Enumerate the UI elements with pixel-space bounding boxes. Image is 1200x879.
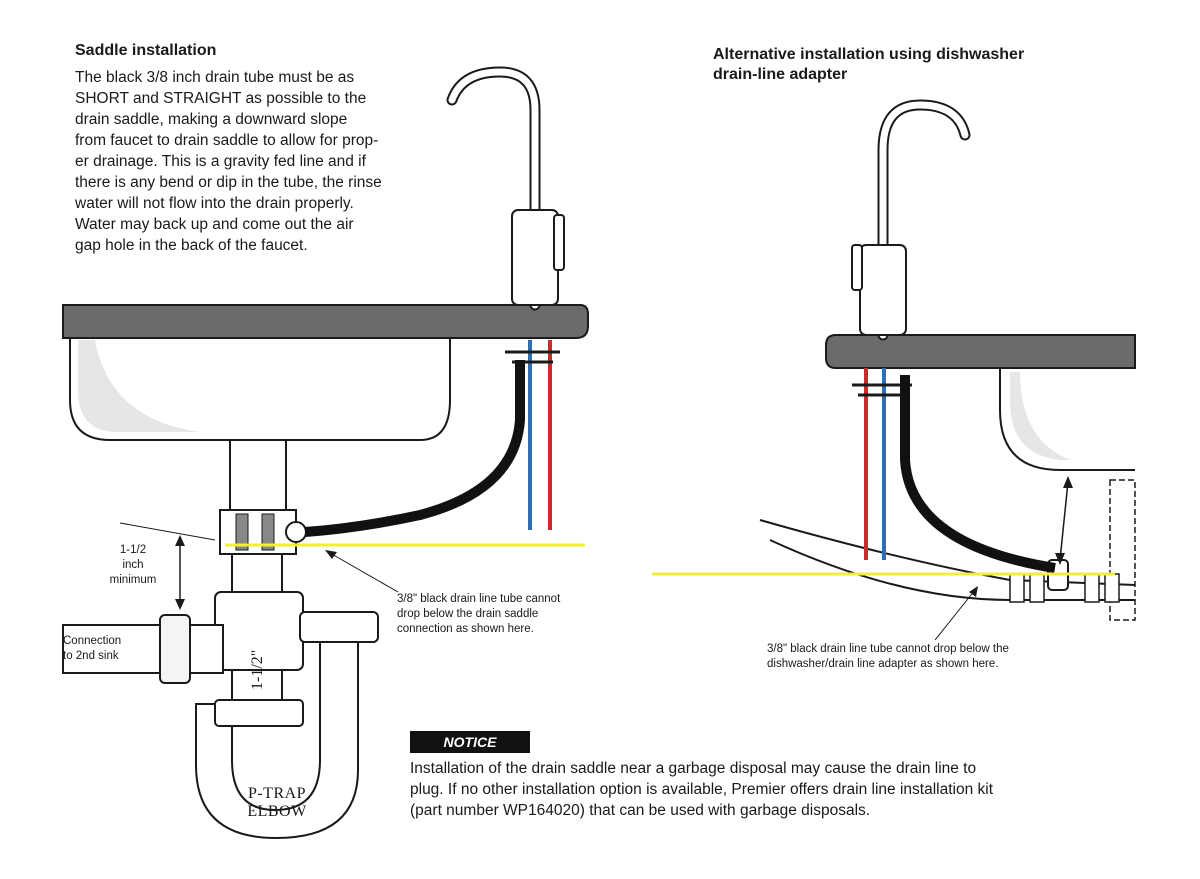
alternative-heading-line: Alternative installation using dishwashe… <box>713 46 1025 63</box>
connection-label-line: to 2nd sink <box>63 650 119 662</box>
saddle-paragraph-line: er drainage. This is a gravity fed line … <box>75 153 366 170</box>
left-tailpiece <box>229 439 287 511</box>
adapter-callout-line: dishwasher/drain line adapter as shown h… <box>767 658 999 670</box>
minimum-height-line: 1-1/2 <box>119 544 147 556</box>
saddle-paragraph-line: from faucet to drain saddle to allow for… <box>75 132 379 149</box>
saddle-paragraph: The black 3/8 inch drain tube must be as… <box>75 67 475 256</box>
saddle-paragraph-line: water will not flow into the drain prope… <box>75 195 354 212</box>
left-faucet <box>446 66 565 311</box>
adapter-callout-line: 3/8" black drain line tube cannot drop b… <box>767 643 1009 655</box>
left-sink-shade <box>78 340 200 432</box>
saddle-callout-line: 3/8" black drain line tube cannot <box>397 593 561 605</box>
second-sink-pipe <box>62 624 224 674</box>
connection-label-line: Connection <box>63 635 122 647</box>
adapter-callout: 3/8" black drain line tube cannot drop b… <box>767 642 1147 672</box>
p-trap-label: P-TRAP ELBOW <box>232 785 322 821</box>
saddle-callout-line: connection as shown here. <box>397 623 534 635</box>
minimum-height-line: inch <box>122 559 144 571</box>
right-callout-arrow <box>934 589 976 641</box>
saddle-paragraph-line: drain saddle, making a downward slope <box>75 111 348 128</box>
left-countertop <box>62 304 589 339</box>
dishwasher-drain-hose <box>759 519 1136 586</box>
p-trap-label-line: ELBOW <box>247 803 307 820</box>
notice-text-line: (part number WP164020) that can be used … <box>410 802 871 819</box>
saddle-paragraph-line: The black 3/8 inch drain tube must be as <box>75 69 355 86</box>
alternative-heading: Alternative installation using dishwashe… <box>713 45 1113 85</box>
notice-text-line: plug. If no other installation option is… <box>410 781 994 798</box>
left-black-drain-tube <box>304 360 525 537</box>
left-sink-bowl <box>69 335 451 441</box>
saddle-paragraph-line: Water may back up and come out the air <box>75 216 354 233</box>
right-black-drain-tube <box>900 375 1056 573</box>
saddle-paragraph-line: there is any bend or dip in the tube, th… <box>75 174 382 191</box>
pipe-size-label: 1-1/2" <box>249 650 266 690</box>
saddle-paragraph-line: gap hole in the back of the faucet. <box>75 237 308 254</box>
saddle-paragraph-line: SHORT and STRAIGHT as possible to the <box>75 90 367 107</box>
alternative-heading-line: drain-line adapter <box>713 66 848 83</box>
p-trap-label-line: P-TRAP <box>247 785 307 802</box>
right-countertop <box>825 334 1136 369</box>
right-dimension-arrow <box>1059 481 1069 561</box>
connection-label: Connection to 2nd sink <box>63 634 163 664</box>
minimum-height-label: 1-1/2 inch minimum <box>96 543 170 588</box>
notice-badge: NOTICE <box>410 731 530 753</box>
drain-saddle <box>219 509 307 555</box>
right-sink-bowl <box>999 368 1135 471</box>
minimum-height-line: minimum <box>109 574 157 586</box>
notice-text-line: Installation of the drain saddle near a … <box>410 760 977 777</box>
left-callout-arrow <box>329 552 399 593</box>
right-faucet <box>851 99 971 341</box>
saddle-heading: Saddle installation <box>75 42 217 59</box>
saddle-callout: 3/8" black drain line tube cannot drop b… <box>397 592 627 637</box>
saddle-callout-line: drop below the drain saddle <box>397 608 539 620</box>
p-trap-elbow <box>195 639 359 840</box>
notice-text: Installation of the drain saddle near a … <box>410 758 1110 821</box>
